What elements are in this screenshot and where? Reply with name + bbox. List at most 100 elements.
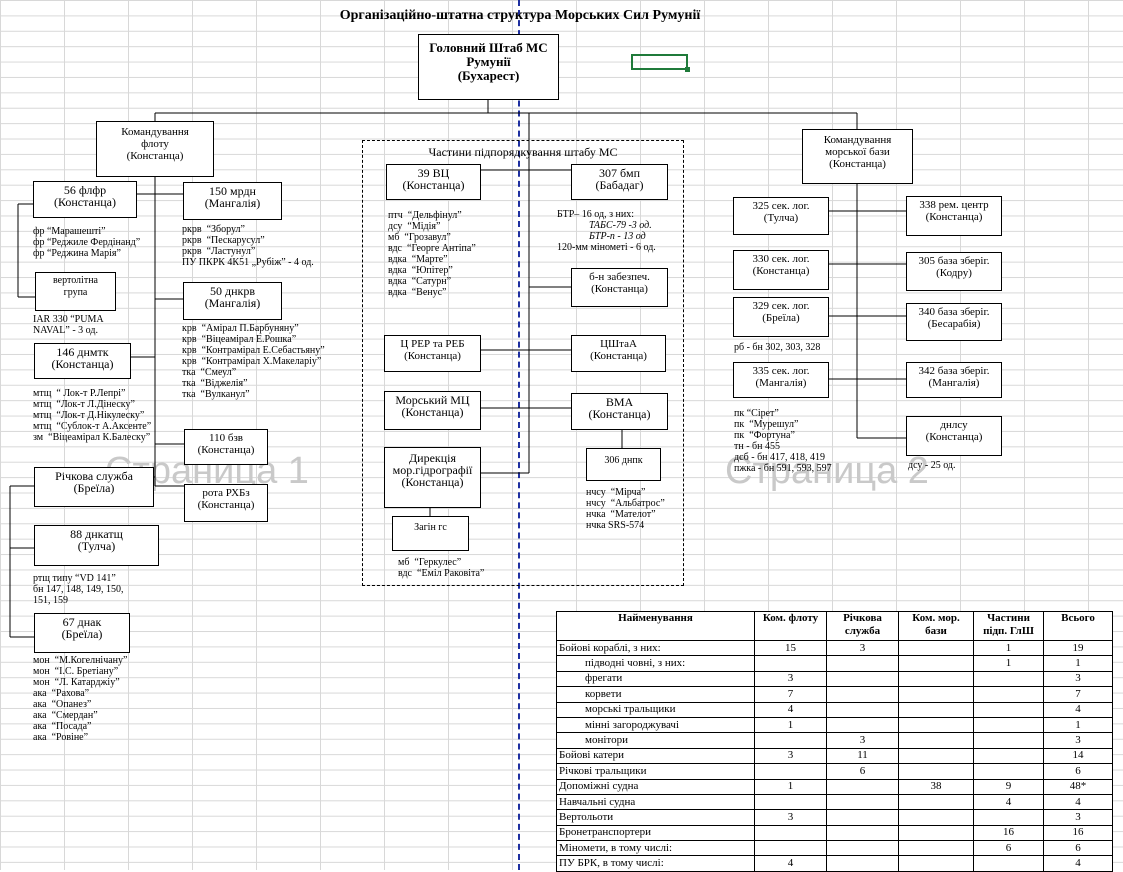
row-value-c3[interactable] bbox=[898, 732, 974, 749]
row-value-c4[interactable] bbox=[973, 763, 1044, 780]
row-value-c3[interactable] bbox=[898, 716, 974, 734]
row-value-c1[interactable]: 15 bbox=[754, 639, 827, 657]
row-value-c1[interactable] bbox=[754, 655, 827, 672]
row-value-c3[interactable] bbox=[898, 747, 974, 765]
row-name[interactable]: Міномети, в тому числі: bbox=[556, 840, 755, 857]
row-value-c1[interactable]: 3 bbox=[754, 670, 827, 688]
row-value-c1[interactable]: 3 bbox=[754, 747, 827, 765]
row-value-c5[interactable]: 7 bbox=[1043, 686, 1113, 703]
row-value-c1[interactable]: 1 bbox=[754, 778, 827, 795]
row-name[interactable]: мінні загороджувачі bbox=[556, 716, 755, 734]
row-name[interactable]: монітори bbox=[556, 732, 755, 749]
row-value-c1[interactable]: 4 bbox=[754, 701, 827, 718]
row-value-c5[interactable]: 1 bbox=[1043, 716, 1113, 734]
row-value-c5[interactable]: 3 bbox=[1043, 732, 1113, 749]
row-value-c5[interactable]: 14 bbox=[1043, 747, 1113, 765]
row-value-c3[interactable] bbox=[898, 655, 974, 672]
row-value-c2[interactable]: 3 bbox=[826, 732, 899, 749]
row-value-c5[interactable]: 1 bbox=[1043, 655, 1113, 672]
row-value-c3[interactable] bbox=[898, 686, 974, 703]
row-value-c1[interactable] bbox=[754, 824, 827, 842]
row-value-c2[interactable] bbox=[826, 855, 899, 872]
row-value-c3[interactable] bbox=[898, 840, 974, 857]
row-value-c4[interactable] bbox=[973, 732, 1044, 749]
table-row: монітори 3 3 bbox=[556, 732, 1113, 749]
row-value-c4[interactable] bbox=[973, 855, 1044, 872]
row-value-c5[interactable]: 4 bbox=[1043, 701, 1113, 718]
row-name[interactable]: морські тральщики bbox=[556, 701, 755, 718]
flfr56-box: 56 флфр (Констанца) bbox=[33, 181, 137, 218]
row-name[interactable]: Навчальні судна bbox=[556, 793, 755, 811]
row-value-c2[interactable] bbox=[826, 670, 899, 688]
row-value-c2[interactable]: 3 bbox=[826, 639, 899, 657]
row-name[interactable]: Вертольоти bbox=[556, 809, 755, 826]
row-name[interactable]: підводні човні, з них: bbox=[556, 655, 755, 672]
row-value-c2[interactable] bbox=[826, 840, 899, 857]
row-value-c2[interactable] bbox=[826, 701, 899, 718]
row-value-c4[interactable]: 9 bbox=[973, 778, 1044, 795]
row-value-c2[interactable] bbox=[826, 778, 899, 795]
row-value-c5[interactable]: 19 bbox=[1043, 639, 1113, 657]
row-value-c2[interactable]: 6 bbox=[826, 763, 899, 780]
row-value-c4[interactable] bbox=[973, 716, 1044, 734]
row-name[interactable]: фрегати bbox=[556, 670, 755, 688]
row-value-c5[interactable]: 3 bbox=[1043, 670, 1113, 688]
row-value-c3[interactable] bbox=[898, 639, 974, 657]
row-name[interactable]: Бойові кораблі, з них: bbox=[556, 639, 755, 657]
row-value-c4[interactable] bbox=[973, 747, 1044, 765]
row-name[interactable]: ПУ БРК, в тому числі: bbox=[556, 855, 755, 872]
row-value-c2[interactable] bbox=[826, 716, 899, 734]
header-hq-units: Частини підп. ГлШ bbox=[973, 611, 1044, 641]
row-value-c1[interactable] bbox=[754, 840, 827, 857]
row-name[interactable]: Річкові тральщики bbox=[556, 763, 755, 780]
row-value-c3[interactable] bbox=[898, 809, 974, 826]
row-value-c4[interactable] bbox=[973, 670, 1044, 688]
row-value-c3[interactable] bbox=[898, 793, 974, 811]
row-value-c5[interactable]: 4 bbox=[1043, 855, 1113, 872]
dnkrv50-items: крв “Амірал П.Барбуняну” крв “Віцеамірал… bbox=[182, 323, 325, 400]
row-value-c1[interactable] bbox=[754, 763, 827, 780]
row-value-c2[interactable] bbox=[826, 809, 899, 826]
row-value-c3[interactable] bbox=[898, 824, 974, 842]
dndsu-items: дсу - 25 од. bbox=[908, 460, 956, 471]
row-value-c1[interactable] bbox=[754, 793, 827, 811]
row-value-c1[interactable]: 7 bbox=[754, 686, 827, 703]
row-value-c4[interactable] bbox=[973, 686, 1044, 703]
row-value-c3[interactable] bbox=[898, 763, 974, 780]
row-name[interactable]: Бойові катери bbox=[556, 747, 755, 765]
row-value-c3[interactable] bbox=[898, 855, 974, 872]
row-value-c1[interactable] bbox=[754, 732, 827, 749]
row-name[interactable]: Допоміжні судна bbox=[556, 778, 755, 795]
row-value-c2[interactable] bbox=[826, 824, 899, 842]
row-value-c5[interactable]: 6 bbox=[1043, 840, 1113, 857]
row-value-c3[interactable] bbox=[898, 670, 974, 688]
row-value-c5[interactable]: 6 bbox=[1043, 763, 1113, 780]
hq-box: Головний Штаб МС Румунії (Бухарест) bbox=[418, 34, 559, 100]
selected-cell[interactable] bbox=[631, 54, 690, 72]
row-value-c5[interactable]: 3 bbox=[1043, 809, 1113, 826]
row-value-c4[interactable]: 4 bbox=[973, 793, 1044, 811]
row-value-c5[interactable]: 4 bbox=[1043, 793, 1113, 811]
row-name[interactable]: корвети bbox=[556, 686, 755, 703]
row-value-c2[interactable] bbox=[826, 686, 899, 703]
row-value-c5[interactable]: 16 bbox=[1043, 824, 1113, 842]
row-value-c4[interactable]: 6 bbox=[973, 840, 1044, 857]
vts39-box: 39 ВЦ (Констанца) bbox=[386, 164, 481, 200]
row-value-c2[interactable]: 11 bbox=[826, 747, 899, 765]
row-value-c4[interactable]: 1 bbox=[973, 639, 1044, 657]
row-value-c1[interactable]: 3 bbox=[754, 809, 827, 826]
row-value-c4[interactable] bbox=[973, 701, 1044, 718]
row-value-c4[interactable]: 16 bbox=[973, 824, 1044, 842]
row-value-c3[interactable]: 38 bbox=[898, 778, 974, 795]
row-value-c1[interactable]: 4 bbox=[754, 855, 827, 872]
row-name[interactable]: Бронетранспортери bbox=[556, 824, 755, 842]
row-value-c4[interactable]: 1 bbox=[973, 655, 1044, 672]
summary-table: Найменування Ком. флоту Річкова служба К… bbox=[556, 611, 1113, 872]
row-value-c3[interactable] bbox=[898, 701, 974, 718]
row-value-c2[interactable] bbox=[826, 793, 899, 811]
row-value-c2[interactable] bbox=[826, 655, 899, 672]
row-value-c5[interactable]: 48* bbox=[1043, 778, 1113, 795]
row-value-c4[interactable] bbox=[973, 809, 1044, 826]
row-value-c1[interactable]: 1 bbox=[754, 716, 827, 734]
